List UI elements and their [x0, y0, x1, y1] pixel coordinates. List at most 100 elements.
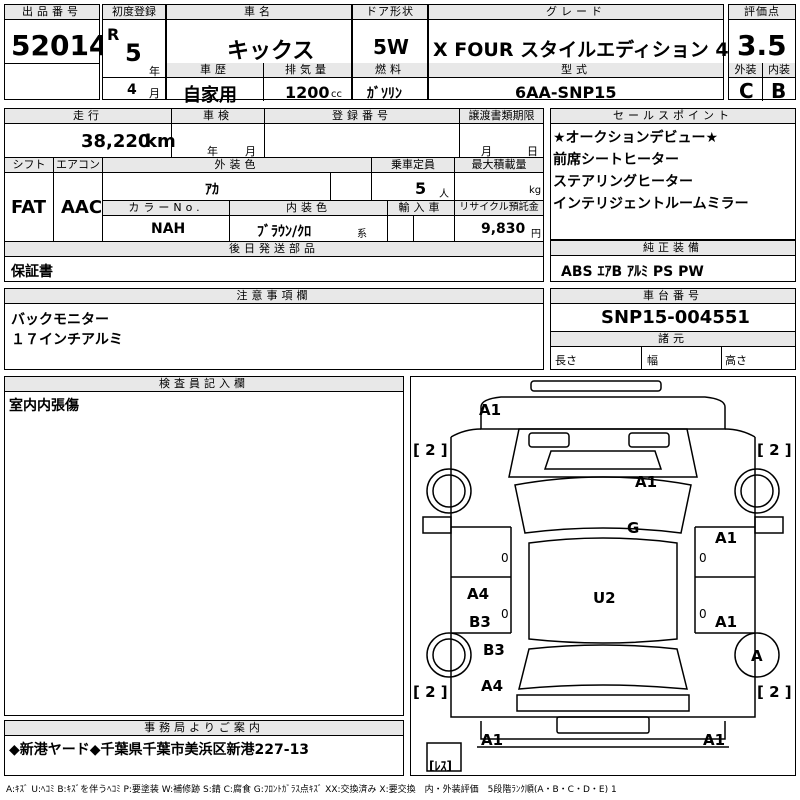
transfer-month-unit: 月 — [481, 145, 492, 158]
office-text: ◆新港ヤード◆千葉県千葉市美浜区新港227-13 — [9, 742, 310, 758]
genuine-equipment: ABS ｴｱB ｱﾙﾐ PS PW — [561, 264, 704, 280]
chassis-box: 車台番号 SNP15-004551 諸元 長さ 幅 高さ — [550, 288, 796, 370]
inspector-text: 室内内張傷 — [9, 398, 79, 414]
sales-points-label: セールスポイント — [551, 109, 795, 124]
interior-label: 内装 — [763, 63, 795, 78]
registration-label: 登録番号 — [265, 109, 459, 124]
history-label: 車歴 — [167, 63, 263, 78]
notes-label: 注意事項欄 — [5, 289, 543, 304]
damage-mark: B3 — [483, 641, 505, 659]
door: 5W — [373, 35, 409, 59]
damage-mark: [ 2 ] — [757, 683, 792, 701]
capacity-label: 乗車定員 — [372, 158, 454, 173]
inspection-year-unit: 年 — [207, 145, 218, 158]
exterior-color-label: 外装色 — [103, 158, 371, 173]
mileage-unit: km — [145, 131, 176, 152]
damage-mark: [ 2 ] — [757, 441, 792, 459]
fuel-label: 燃料 — [353, 63, 427, 78]
history: 自家用 — [183, 85, 237, 106]
model: 6AA-SNP15 — [515, 83, 617, 102]
grade: X FOUR スタイルエディション 4WD — [433, 39, 766, 61]
color-no: NAH — [151, 221, 186, 237]
transfer-day-unit: 日 — [527, 145, 538, 158]
max-load-label: 最大積載量 — [455, 158, 543, 173]
aircon: AAC — [61, 197, 103, 218]
genuine-box: 純正装備 ABS ｴｱB ｱﾙﾐ PS PW — [550, 240, 796, 282]
damage-mark: A — [751, 647, 763, 665]
damage-mark: A1 — [715, 613, 738, 631]
grade-label: グレード — [429, 5, 723, 20]
damage-mark: B3 — [469, 613, 491, 631]
damage-mark: [ 2 ] — [413, 441, 448, 459]
sales-point-item: ステアリングヒーター — [553, 174, 693, 190]
recycle-unit: 円 — [531, 229, 541, 240]
score: 3.5 — [737, 29, 787, 62]
genuine-label: 純正装備 — [551, 241, 795, 256]
length-label: 長さ — [555, 354, 577, 367]
interior-color-label: 内装色 — [230, 201, 387, 216]
chassis-number: SNP15-004551 — [601, 307, 750, 328]
damage-mark: U2 — [593, 589, 616, 607]
office-label: 事務局よりご案内 — [5, 721, 403, 736]
exterior-label: 外装 — [729, 63, 762, 78]
interior-grade: B — [771, 79, 787, 103]
later-parts: 保証書 — [11, 264, 53, 280]
damage-mark: 0 — [699, 551, 707, 565]
exterior-grade: C — [739, 79, 754, 103]
inspector-box: 検査員記入欄 室内内張傷 — [4, 376, 404, 716]
damage-mark: A1 — [715, 529, 738, 547]
legend: A:ｷｽﾞ U:ﾍｺﾐ B:ｷｽﾞを伴うﾍｺﾐ P:要塗装 W:補修跡 S:錆 … — [6, 785, 617, 795]
damage-mark: A1 — [481, 731, 504, 749]
shift: FAT — [11, 197, 47, 218]
shift-label: シフト — [5, 158, 53, 173]
damage-mark: 0 — [699, 607, 707, 621]
car-name-label: 車名 — [167, 5, 351, 20]
damage-mark: A4 — [481, 677, 504, 695]
door-box: ドア形状 5W 燃料 ｶﾞｿﾘﾝ — [352, 4, 428, 102]
transfer-label: 譲渡書類期限 — [460, 109, 543, 124]
damage-mark: A4 — [467, 585, 490, 603]
damage-mark: 0 — [501, 551, 509, 565]
sales-point-item: ★オークションデビュー★ — [553, 130, 719, 146]
later-parts-label: 後日発送部品 — [5, 242, 543, 257]
sales-point-item: 前席シートヒーター — [553, 152, 679, 168]
notes-box: 注意事項欄 バックモニター １７インチアルミ — [4, 288, 544, 370]
interior-color: ﾌﾞﾗｳﾝ/ｸﾛ — [257, 224, 312, 240]
model-label: 型式 — [429, 63, 723, 78]
recycle-label: リサイクル預託金 — [455, 201, 543, 216]
capacity-unit: 人 — [439, 189, 449, 200]
grade-box: グレード X FOUR スタイルエディション 4WD 型式 6AA-SNP15 — [428, 4, 765, 102]
max-load-unit: kg — [529, 185, 542, 196]
car-name-box: 車名 キックス 車歴 排気量 自家用 1200 cc — [166, 4, 352, 106]
first-reg-month: 4 — [127, 82, 137, 98]
score-label: 評価点 — [729, 5, 795, 20]
damage-mark: [ 2 ] — [413, 683, 448, 701]
first-reg-label: 初度登録 — [103, 5, 165, 20]
damage-mark: A1 — [703, 731, 726, 749]
sales-point-item: インテリジェントルームミラー — [553, 196, 749, 212]
era: R — [107, 25, 120, 44]
inspection-label: 車検 — [172, 109, 264, 124]
first-reg-box: 初度登録 R 5 年 4 月 — [102, 4, 166, 100]
exterior-color: ｱｶ — [205, 182, 219, 198]
aircon-label: エアコン — [54, 158, 102, 173]
recycle: 9,830 — [481, 221, 526, 237]
month-unit: 月 — [149, 87, 160, 100]
damage-mark: G — [627, 519, 640, 537]
lot-number: 52014 — [11, 29, 109, 62]
displacement-unit: cc — [331, 89, 342, 100]
year-unit: 年 — [149, 65, 160, 78]
door-label: ドア形状 — [353, 5, 427, 20]
sales-points-list: ★オークションデビュー★ 前席シートヒーター ステアリングヒーター インテリジェ… — [553, 127, 749, 215]
damage-mark: A1 — [479, 401, 502, 419]
damage-mark: 0 — [501, 607, 509, 621]
interior-color-suffix: 系 — [357, 229, 367, 240]
import-label: 輸入車 — [388, 201, 454, 216]
width-label: 幅 — [647, 354, 658, 367]
notes-line: バックモニター — [11, 312, 109, 328]
info-box: 走行 車検 登録番号 譲渡書類期限 38,220 km 年 月 月 日 シフト … — [4, 108, 544, 282]
lot-box: 出品番号 52014 — [4, 4, 108, 100]
car-name: キックス — [227, 39, 315, 64]
score-box: 評価点 3.5 外装 内装 C B — [728, 4, 796, 103]
first-reg-year: 5 — [125, 39, 142, 67]
